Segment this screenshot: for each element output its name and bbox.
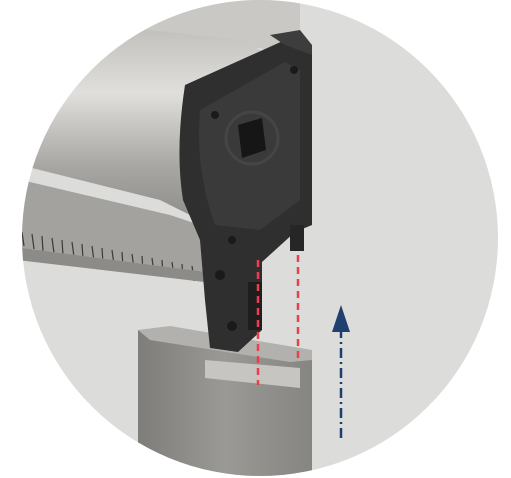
drive-hole (238, 118, 266, 158)
clip-tab (290, 225, 304, 251)
end-cap-top-edge (270, 30, 312, 55)
drive-ring (224, 110, 280, 166)
bracket-post-slot (205, 360, 300, 388)
lower-rail (22, 175, 230, 275)
screw-hole (211, 111, 219, 119)
screw-hole (227, 321, 237, 331)
screw-hole (290, 66, 298, 74)
screw-hole (215, 270, 225, 280)
rail-shadow (22, 245, 230, 285)
arrow-up-icon (332, 305, 350, 438)
clip-tab (248, 282, 262, 330)
screw-hole (228, 236, 236, 244)
